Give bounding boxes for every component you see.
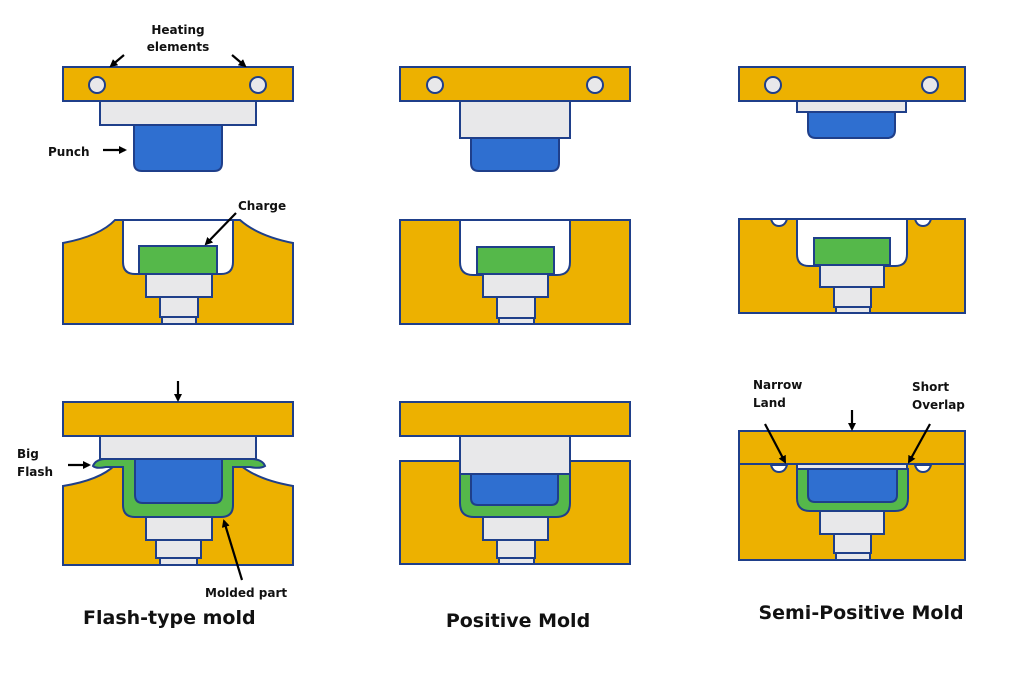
ejector-2: [833, 286, 872, 308]
punch: [470, 137, 560, 172]
heating-label-1: Heating: [151, 23, 204, 37]
charge-label: Charge: [238, 199, 286, 213]
semi-bottom-half: [738, 218, 966, 314]
narrow-land-label-1: Narrow: [753, 378, 802, 392]
molded-part-arrow: [221, 519, 244, 581]
plunger-plate: [796, 100, 907, 113]
heating-element-right: [921, 76, 939, 94]
ejector-2: [833, 533, 872, 554]
caption-positive: Positive Mold: [446, 610, 590, 632]
flash-closed: [62, 401, 294, 566]
punch: [807, 111, 896, 139]
ejector-3: [835, 306, 871, 314]
heating-element-right: [249, 76, 267, 94]
ejector-3: [498, 557, 535, 565]
punch: [133, 124, 223, 172]
ejector-2: [496, 296, 536, 319]
heating-element-left: [426, 76, 444, 94]
heating-arrow-left: [109, 54, 125, 68]
flash-bottom-half: [62, 219, 294, 325]
ejector-1: [145, 516, 213, 541]
narrow-land-label-2: Land: [753, 396, 786, 410]
flash-top-half: [62, 66, 294, 172]
captions: Flash-type mold Positive Mold Semi-Posit…: [83, 602, 964, 632]
punch: [134, 458, 223, 504]
big-flash-label-1: Big: [17, 447, 39, 461]
ejector-1: [145, 273, 213, 298]
heating-element-right: [586, 76, 604, 94]
heating-arrow-right: [231, 54, 247, 68]
plunger-plate: [796, 463, 908, 470]
top-platen: [399, 401, 631, 437]
positive-closed: [399, 401, 631, 565]
punch-label: Punch: [48, 145, 90, 159]
plunger-plate: [459, 435, 571, 475]
plunger-plate: [99, 100, 257, 126]
flash-column: [62, 66, 294, 566]
punch: [807, 468, 898, 503]
land-groove-right: [913, 464, 933, 474]
land-groove-right: [913, 218, 933, 228]
ejector-2: [155, 539, 202, 559]
ejector-3: [498, 317, 535, 325]
semi-positive-column: [738, 66, 966, 561]
top-platen: [62, 401, 294, 437]
ejector-3: [161, 316, 197, 325]
molded-part-label: Molded part: [205, 586, 287, 600]
semi-top-half: [738, 66, 966, 139]
land-groove-left: [769, 464, 789, 474]
caption-semi-positive: Semi-Positive Mold: [758, 602, 963, 624]
heating-label-2: elements: [147, 40, 209, 54]
heating-element-left: [764, 76, 782, 94]
heating-element-left: [88, 76, 106, 94]
short-overlap-arrow: [908, 423, 931, 464]
ejector-3: [159, 557, 198, 566]
short-overlap-label-2: Overlap: [912, 398, 965, 412]
plunger-plate: [459, 100, 571, 139]
annotation-arrows: [68, 54, 931, 581]
punch: [470, 473, 559, 506]
charge: [476, 246, 555, 275]
charge: [138, 245, 218, 275]
short-overlap-label-1: Short: [912, 380, 949, 394]
ejector-1: [482, 273, 549, 298]
semi-closed: [738, 430, 966, 561]
ejector-1: [819, 264, 885, 288]
charge: [813, 237, 891, 266]
caption-flash: Flash-type mold: [83, 607, 256, 629]
ejector-2: [159, 296, 199, 318]
plunger-plate: [99, 435, 257, 460]
land-groove-left: [769, 218, 789, 228]
ejector-2: [496, 539, 536, 559]
ejector-1: [819, 510, 885, 535]
big-flash-label-2: Flash: [17, 465, 53, 479]
positive-top-half: [399, 66, 631, 172]
positive-column: [399, 66, 631, 565]
ejector-3: [835, 552, 871, 561]
annotation-labels: Heating elements Punch Charge Big Flash …: [17, 23, 965, 600]
narrow-land-arrow: [764, 423, 786, 464]
positive-bottom-half: [399, 219, 631, 325]
ejector-1: [482, 516, 549, 541]
charge-arrow: [204, 212, 237, 246]
